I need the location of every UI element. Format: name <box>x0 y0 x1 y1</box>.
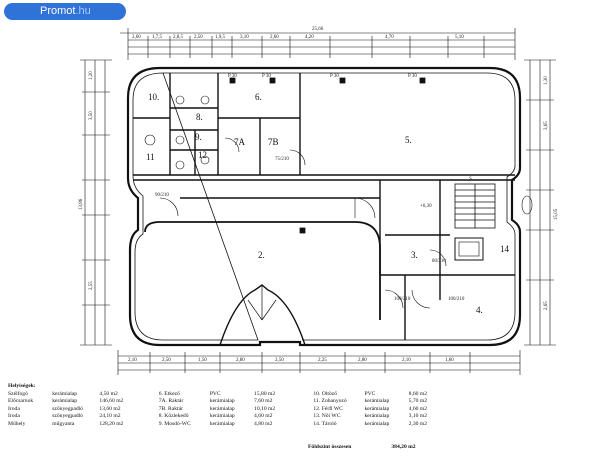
svg-text:P 30: P 30 <box>262 74 271 79</box>
svg-text:2,80: 2,80 <box>358 358 367 363</box>
svg-text:2,50: 2,50 <box>162 358 171 363</box>
svg-text:1,7,5: 1,7,5 <box>152 35 163 40</box>
svg-text:P 30: P 30 <box>408 74 417 79</box>
svg-text:3,50: 3,50 <box>89 111 94 120</box>
svg-text:2,8,5: 2,8,5 <box>173 35 184 40</box>
svg-text:P 30: P 30 <box>228 74 237 79</box>
room-10-label: 10. <box>148 92 159 102</box>
svg-text:4,70: 4,70 <box>385 35 394 40</box>
room-7a-label: 7A <box>234 137 246 147</box>
svg-text:75/210: 75/210 <box>275 157 289 162</box>
room-8-label: 8. <box>196 112 203 122</box>
room-labels: 10. 6. 7A 7B 5. 11 12 2. 3. 4. 14 8. 9. <box>146 92 510 315</box>
pillar-labels: P 30 P 30 P 30 P 30 <box>228 74 417 79</box>
svg-text:5,10: 5,10 <box>455 35 464 40</box>
room-14-label: 14 <box>500 244 510 254</box>
right-dimension-lines <box>524 59 556 346</box>
bottom-dimension-lines <box>117 350 521 375</box>
legend-title: Helyiségek: <box>8 383 36 389</box>
site-name: Promot <box>40 5 76 17</box>
door-size-labels: 90/210 100/210 100/210 80/210 75/210 <box>155 157 465 302</box>
left-dimension-lines <box>80 59 112 346</box>
top-dimension-lines <box>120 28 516 60</box>
room-7b-label: 7B <box>268 137 279 147</box>
svg-text:100/210: 100/210 <box>448 297 465 302</box>
svg-text:2,50: 2,50 <box>194 35 203 40</box>
svg-text:2,50: 2,50 <box>275 358 284 363</box>
svg-text:2,65: 2,65 <box>544 301 549 310</box>
svg-text:1,9,5: 1,9,5 <box>215 35 226 40</box>
site-logo-badge[interactable]: Promot.hu <box>4 3 126 20</box>
pillars <box>229 77 426 234</box>
stair-label: S <box>469 177 472 182</box>
svg-text:P 30: P 30 <box>330 74 339 79</box>
bottom-dimension-texts: 2,10 2,50 1,50 2,80 2,50 2,25 2,80 2,10 … <box>128 358 454 363</box>
svg-text:1,30: 1,30 <box>544 76 549 85</box>
staircase <box>454 183 496 229</box>
svg-text:3,65: 3,65 <box>544 121 549 130</box>
site-tld: .hu <box>75 5 91 17</box>
room-11-label: 11 <box>146 152 155 162</box>
svg-text:1,60: 1,60 <box>445 358 454 363</box>
room-5-label: 5. <box>405 135 412 145</box>
svg-text:80/210: 80/210 <box>432 259 446 264</box>
svg-text:1,20: 1,20 <box>89 71 94 80</box>
svg-text:2,60: 2,60 <box>132 35 141 40</box>
svg-text:15,05: 15,05 <box>554 208 559 220</box>
outer-wall <box>126 66 522 347</box>
svg-text:90/210: 90/210 <box>155 193 169 198</box>
svg-text:100/210: 100/210 <box>394 297 411 302</box>
svg-text:1,50: 1,50 <box>198 358 207 363</box>
svg-text:2,80: 2,80 <box>236 358 245 363</box>
room-12-label: 12 <box>198 150 207 160</box>
room-6-label: 6. <box>255 92 262 102</box>
room-2-label: 2. <box>258 250 265 260</box>
interior-walls <box>133 73 515 340</box>
door-swings <box>159 137 447 309</box>
svg-text:13,86: 13,86 <box>79 198 84 210</box>
svg-text:2,25: 2,25 <box>318 358 327 363</box>
svg-text:2,55: 2,55 <box>89 281 94 290</box>
floor-plan: 25,66 2,60 1,7,5 2,8,5 2,50 1,9,5 3,10 2… <box>79 27 559 375</box>
svg-text:4,20: 4,20 <box>305 35 314 40</box>
overall-width-label: 25,66 <box>312 27 324 32</box>
svg-text:2,10: 2,10 <box>402 358 411 363</box>
side-dimension-texts: 1,20 3,50 13,86 2,55 1,30 3,65 15,05 2,6… <box>79 71 559 310</box>
room-3-label: 3. <box>411 250 418 260</box>
svg-text:2,60: 2,60 <box>270 35 279 40</box>
room-4-label: 4. <box>476 305 483 315</box>
top-dimension-texts: 2,60 1,7,5 2,8,5 2,50 1,9,5 3,10 2,60 4,… <box>132 35 464 40</box>
room-9-label: 9. <box>195 132 202 142</box>
svg-text:3,10: 3,10 <box>240 35 249 40</box>
entrance-bay <box>219 284 306 346</box>
svg-text:2,10: 2,10 <box>128 358 137 363</box>
level-marker: +0,30 <box>420 204 432 209</box>
sanitary-fixtures <box>144 95 533 215</box>
